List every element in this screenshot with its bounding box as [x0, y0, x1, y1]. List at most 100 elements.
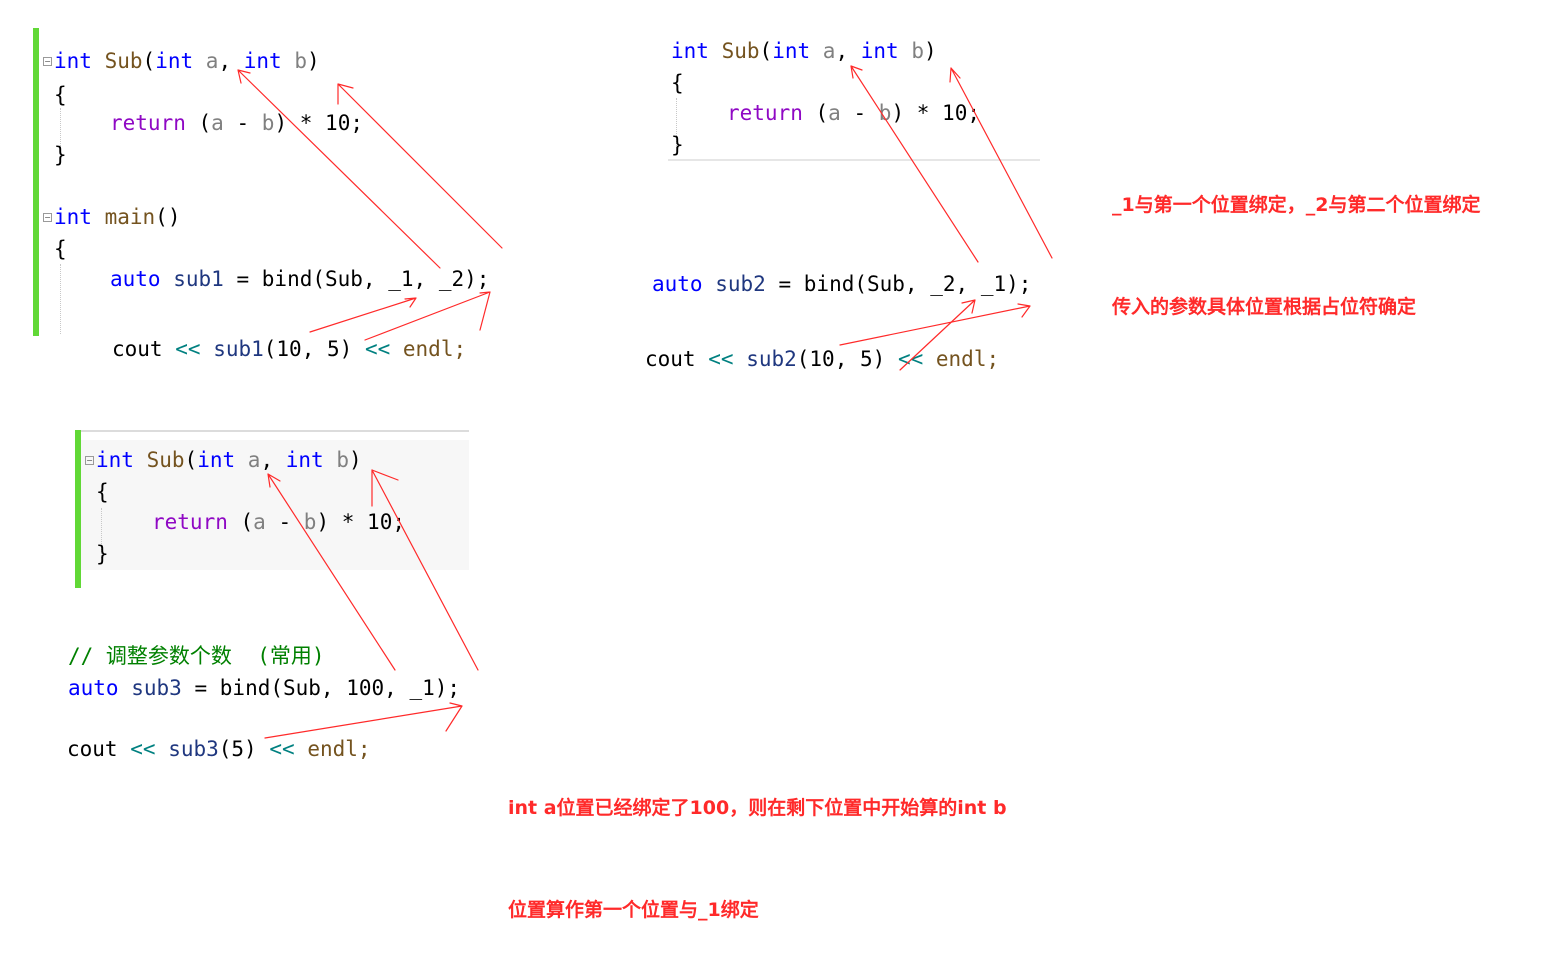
keyword: int — [155, 49, 194, 73]
arrow-arg10-to-placeholder1 — [839, 303, 1031, 346]
return-line: return (a - b) * 10; — [152, 509, 405, 535]
code-snippet-background — [80, 440, 469, 570]
paren: ( — [184, 448, 198, 472]
expr: ) — [316, 510, 330, 534]
return-keyword: return — [152, 510, 228, 534]
variable: sub1 — [173, 267, 224, 291]
cout-line: cout << sub2(10, 5) << endl; — [645, 346, 999, 372]
comma: , — [260, 448, 274, 472]
function-name: Sub — [721, 39, 760, 63]
arrow-arg5-to-placeholder2 — [364, 291, 491, 341]
arrow-placeholder1-to-b — [371, 469, 479, 671]
keyword: int — [54, 205, 92, 229]
bind-call: bind — [803, 272, 855, 296]
expr-rest: * 10; — [341, 510, 405, 534]
return-keyword: return — [110, 111, 186, 135]
change-bar — [33, 28, 39, 336]
comma: , — [218, 49, 232, 73]
cout: cout — [112, 337, 163, 361]
call-name: sub1 — [213, 337, 264, 361]
expr: ) — [891, 101, 905, 125]
cout-line: cout << sub3(5) << endl; — [67, 736, 371, 762]
param-a: a — [247, 448, 261, 472]
close-brace: } — [54, 143, 67, 167]
keyword: auto — [652, 272, 703, 296]
arrow-arg5-to-placeholder2 — [899, 299, 976, 371]
collapse-icon[interactable]: − — [43, 57, 52, 66]
variable: sub3 — [131, 676, 182, 700]
sub-signature-line: int Sub(int a, int b) — [671, 38, 937, 64]
arrow-placeholder1-to-b — [949, 67, 1053, 259]
keyword: int — [96, 448, 134, 472]
param-b: b — [303, 510, 317, 534]
placeholder-2: _2, — [930, 272, 969, 296]
annotation-top: _1与第一个位置绑定，_2与第二个位置绑定 传入的参数具体位置根据占位符确定 — [1112, 120, 1480, 358]
bind-call: bind — [219, 676, 271, 700]
expr-rest: * 10; — [916, 101, 980, 125]
expr: ( — [198, 111, 212, 135]
annotation-arrows — [237, 65, 1053, 739]
scope-guide — [676, 98, 677, 148]
main-signature-line: int main() — [54, 204, 180, 230]
arrow-placeholder1-to-a — [237, 69, 441, 269]
stream-operator: << — [364, 337, 391, 361]
collapse-icon[interactable]: − — [43, 213, 52, 222]
bind-line: auto sub3 = bind(Sub, 100, _1); — [68, 675, 460, 701]
param-b: b — [878, 101, 892, 125]
bind-args: (Sub, — [312, 267, 376, 291]
close-brace: } — [96, 542, 109, 566]
code-comment: // 调整参数个数 (常用) — [68, 644, 325, 668]
placeholder-2: _2); — [438, 267, 490, 291]
stream-operator: << — [708, 347, 734, 371]
call-args: (10, 5) — [263, 337, 353, 361]
keyword: int — [243, 49, 282, 73]
param-a: a — [205, 49, 219, 73]
annotation-line: 位置算作第一个位置与_1绑定 — [508, 899, 759, 921]
equals: = — [194, 676, 208, 700]
arrow-placeholder2-to-a — [850, 65, 979, 263]
cout-line: cout << sub1(10, 5) << endl; — [112, 336, 466, 362]
annotation-line: int a位置已经绑定了100，则在剩下位置中开始算的int b — [508, 797, 1007, 819]
endl: endl; — [402, 337, 467, 361]
return-line: return (a - b) * 10; — [110, 110, 363, 136]
collapse-icon[interactable]: − — [85, 456, 94, 465]
open-brace: { — [96, 480, 109, 504]
separator-line — [668, 159, 1040, 161]
placeholder-1: _1, — [388, 267, 427, 291]
stream-operator: << — [130, 737, 156, 761]
expr: ( — [240, 510, 254, 534]
bind-line: auto sub1 = bind(Sub, _1, _2); — [110, 266, 489, 292]
paren: ) — [349, 448, 362, 472]
variable: sub2 — [715, 272, 766, 296]
minus: - — [236, 111, 250, 135]
stream-operator: << — [269, 737, 295, 761]
keyword: auto — [68, 676, 119, 700]
cout: cout — [67, 737, 118, 761]
function-name: main — [104, 205, 156, 229]
paren: ( — [142, 49, 156, 73]
comma: , — [835, 39, 849, 63]
param-a: a — [253, 510, 266, 534]
arrow-arg100-to-a — [267, 473, 396, 671]
call-args: (10, 5) — [796, 347, 886, 371]
param-b: b — [336, 448, 349, 472]
minus: - — [278, 510, 292, 534]
keyword: auto — [110, 267, 161, 291]
stream-operator: << — [175, 337, 201, 361]
placeholder-1: _1); — [409, 676, 461, 700]
return-keyword: return — [727, 101, 803, 125]
param-a: a — [822, 39, 836, 63]
arrow-placeholder2-to-b — [337, 83, 503, 249]
bind-line: auto sub2 = bind(Sub, _2, _1); — [652, 271, 1031, 297]
param-b: b — [911, 39, 924, 63]
change-bar — [75, 430, 81, 588]
keyword: int — [671, 39, 709, 63]
keyword: int — [197, 448, 236, 472]
open-brace: { — [54, 237, 67, 261]
placeholder-1: _1); — [980, 272, 1032, 296]
annotation-line: 传入的参数具体位置根据占位符确定 — [1112, 296, 1417, 318]
sub-signature-line: int Sub(int a, int b) — [54, 48, 320, 74]
sub-signature-line: int Sub(int a, int b) — [96, 447, 362, 473]
return-line: return (a - b) * 10; — [727, 100, 980, 126]
minus: - — [853, 101, 867, 125]
